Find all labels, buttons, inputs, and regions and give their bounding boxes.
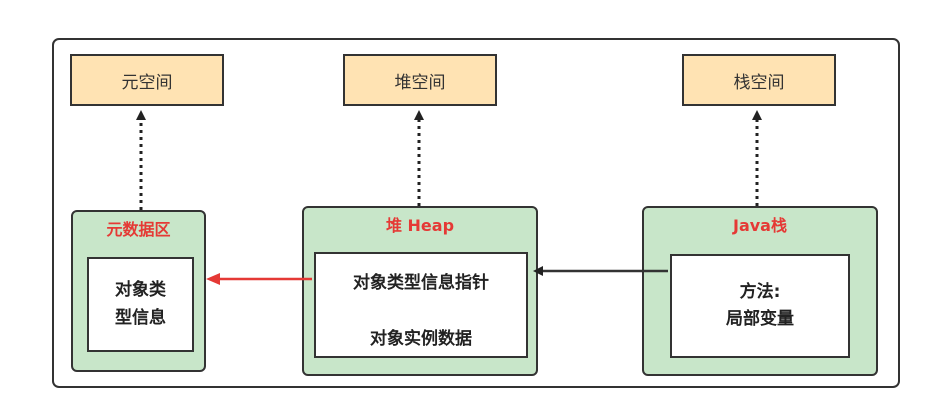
metaspace-label: 元空间 [121, 72, 173, 93]
java-stack-group-title: Java栈 [733, 216, 787, 235]
method-box: 方法: 局部变量 [670, 254, 850, 358]
heap-space-box: 堆空间 [343, 54, 497, 106]
heap-group-title: 堆 Heap [385, 216, 455, 235]
heap-space-label: 堆空间 [394, 72, 446, 93]
class-info-line2: 型信息 [115, 307, 166, 328]
metaspace-box: 元空间 [70, 54, 224, 106]
java-stack-group: Java栈 方法: 局部变量 [642, 206, 878, 376]
stack-space-label: 栈空间 [733, 72, 785, 93]
stack-space-box: 栈空间 [682, 54, 836, 106]
class-info-line1: 对象类 [115, 280, 166, 301]
outer-frame [52, 38, 900, 388]
metaspace-group: 元数据区 对象类 型信息 [71, 210, 206, 372]
type-pointer-text: 对象类型信息指针 [353, 273, 489, 293]
method-line1: 方法: [739, 281, 781, 302]
metaspace-group-title: 元数据区 [106, 220, 171, 239]
instance-data-text: 对象实例数据 [370, 329, 472, 349]
class-info-box: 对象类 型信息 [87, 257, 194, 352]
method-line2: 局部变量 [726, 309, 794, 329]
heap-group: 堆 Heap 对象类型信息指针 对象实例数据 [302, 206, 538, 376]
heap-object-box: 对象类型信息指针 对象实例数据 [314, 252, 528, 358]
